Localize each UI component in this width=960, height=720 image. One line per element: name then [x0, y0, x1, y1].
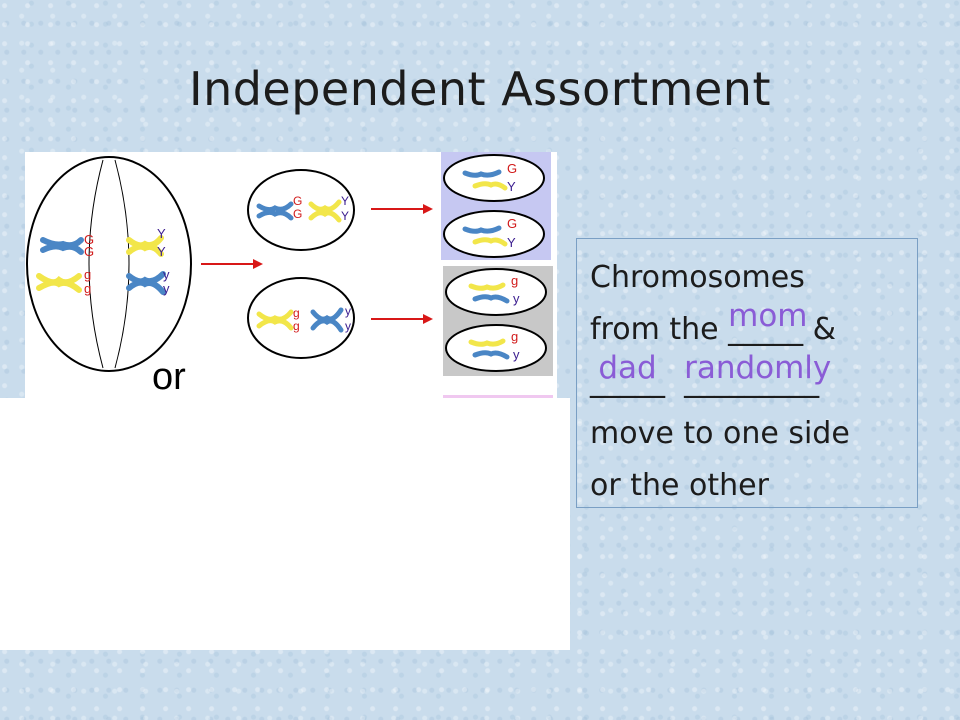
gamete-a2-label-bottom: Y [507, 235, 516, 250]
notes-line-2-prefix: from the [590, 312, 729, 347]
meiosis-diagram: G G Y Y g g y y G G Y Y [26, 152, 553, 398]
notes-textbox[interactable] [576, 238, 918, 508]
parent-cell [26, 156, 192, 372]
gamete-a2-chrom-yellow [472, 237, 508, 247]
cell-a-label-G2: G [293, 207, 302, 221]
arrow-cell-b-right [371, 314, 433, 324]
gamete-a2-chrom-blue [462, 225, 502, 234]
blank-mom-underscores: _____ [728, 312, 804, 347]
blank-randomly-underscores: _________ [684, 364, 820, 399]
arrow-cell-a-right [371, 204, 433, 214]
or-label: or [152, 356, 186, 398]
parent-label-g2: g [84, 281, 91, 296]
notes-line-1: Chromosomes [590, 260, 805, 295]
parent-chrom-yellow-bottom [36, 273, 82, 293]
cell-b-chrom-yellow [256, 309, 294, 331]
fill-randomly: randomly [684, 350, 832, 386]
notes-line-3: _____dad _________randomly [590, 350, 920, 408]
cell-b [247, 277, 355, 359]
parent-chrom-yellow-top [126, 235, 164, 257]
meiosis-figure: G G Y Y g g y y G G Y Y [25, 152, 557, 398]
gamete-a1-label-bottom: Y [507, 179, 516, 194]
cell-a [247, 169, 355, 251]
notes-line-2: from the _____mom & [590, 298, 920, 356]
parent-label-G1: G [84, 232, 94, 247]
gamete-panel-c-edge [443, 395, 553, 398]
fill-mom: mom [728, 298, 808, 334]
blank-randomly: _________randomly [684, 350, 831, 408]
blank-mom: _____mom [728, 298, 807, 356]
arrow-parent-right [201, 259, 263, 269]
cell-b-label-y1: y [345, 304, 351, 318]
gamete-b1 [445, 268, 547, 316]
parent-chrom-blue-bottom [126, 271, 166, 295]
slide-title: Independent Assortment [189, 62, 771, 116]
gamete-b1-label-top: g [511, 273, 518, 288]
gamete-a1-chrom-yellow [472, 181, 508, 191]
parent-label-G2: G [84, 244, 94, 259]
gamete-b1-chrom-blue [472, 294, 510, 304]
parent-chrom-blue-top [40, 237, 84, 255]
cell-b-label-g2: g [293, 319, 300, 333]
gamete-a1 [443, 154, 545, 202]
cell-a-label-G1: G [293, 194, 302, 208]
gamete-a2-label-top: G [507, 216, 517, 231]
gamete-b2-chrom-blue [472, 350, 510, 360]
cell-b-chrom-blue [310, 307, 344, 333]
notes-line-4: move to one side [590, 416, 850, 451]
parent-label-y2: y [163, 281, 170, 296]
spindle-right [114, 159, 130, 369]
gamete-b2-label-bottom: y [513, 347, 520, 362]
gamete-a1-label-top: G [507, 161, 517, 176]
gamete-a2 [443, 210, 545, 258]
cell-a-label-Y1: Y [341, 194, 349, 208]
blank-dad-underscores: _____ [590, 364, 665, 399]
gamete-b1-label-bottom: y [513, 291, 520, 306]
cell-b-label-y2: y [345, 319, 351, 333]
figure-cover-box [0, 398, 570, 650]
gamete-b2-chrom-yellow [468, 338, 506, 347]
parent-label-Y1: Y [157, 226, 166, 241]
notes-line-2-suffix: & [803, 312, 837, 347]
parent-label-Y2: Y [157, 244, 166, 259]
blank-dad: _____dad [590, 350, 665, 408]
cell-a-label-Y2: Y [341, 209, 349, 223]
gamete-b2 [445, 324, 547, 372]
parent-label-g1: g [84, 267, 91, 282]
cell-a-chrom-blue [256, 201, 294, 221]
notes-text: Chromosomes from the _____mom & _____dad… [590, 252, 920, 512]
gamete-b1-chrom-yellow [468, 282, 506, 291]
cell-b-label-g1: g [293, 306, 300, 320]
parent-label-y1: y [163, 267, 170, 282]
fill-dad: dad [598, 350, 657, 386]
notes-line-5: or the other [590, 468, 769, 503]
cell-a-chrom-yellow [308, 199, 342, 223]
gamete-b2-label-top: g [511, 329, 518, 344]
spindle-left [88, 159, 104, 369]
gamete-a1-chrom-blue [462, 169, 502, 178]
